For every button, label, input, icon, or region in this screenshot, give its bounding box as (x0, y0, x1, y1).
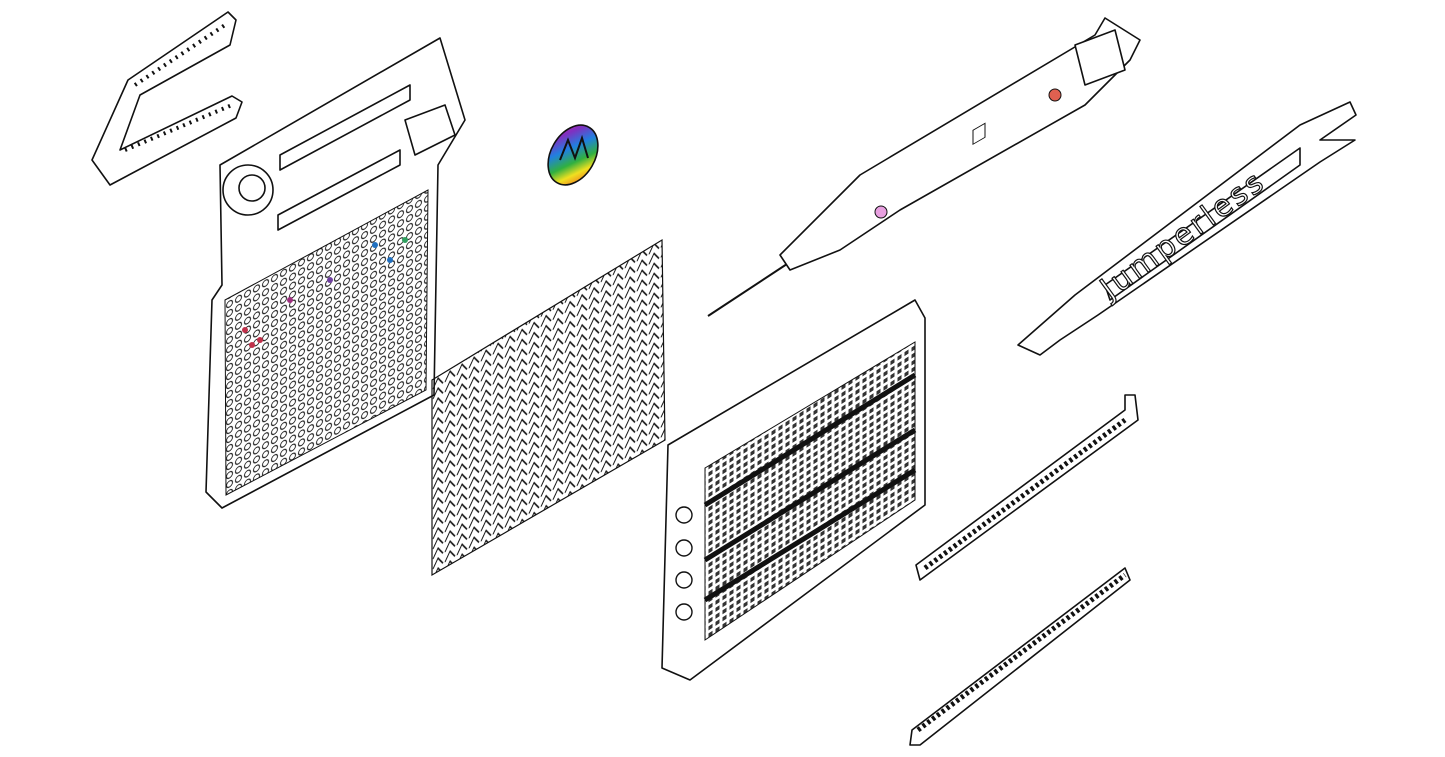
led-pixels (242, 237, 408, 348)
probe-led (1048, 88, 1062, 102)
header-connector (279, 84, 411, 171)
probe-button (874, 205, 888, 219)
top-bracket (91, 11, 243, 186)
breadboard (661, 299, 926, 681)
probe-cover: Jumperless (1017, 101, 1357, 356)
usb-connector (404, 104, 456, 156)
logo-badge (547, 124, 599, 186)
probe-tip (707, 261, 791, 317)
probe (707, 17, 1141, 317)
main-pcb (205, 37, 466, 509)
header-strip-bottom (909, 567, 1131, 746)
probe-connector (1074, 29, 1126, 86)
header-strip-top (915, 394, 1139, 581)
spring-clip-array (431, 238, 666, 577)
mounting-holes (675, 506, 693, 621)
logo-lettering: Jumperless (1093, 164, 1273, 308)
